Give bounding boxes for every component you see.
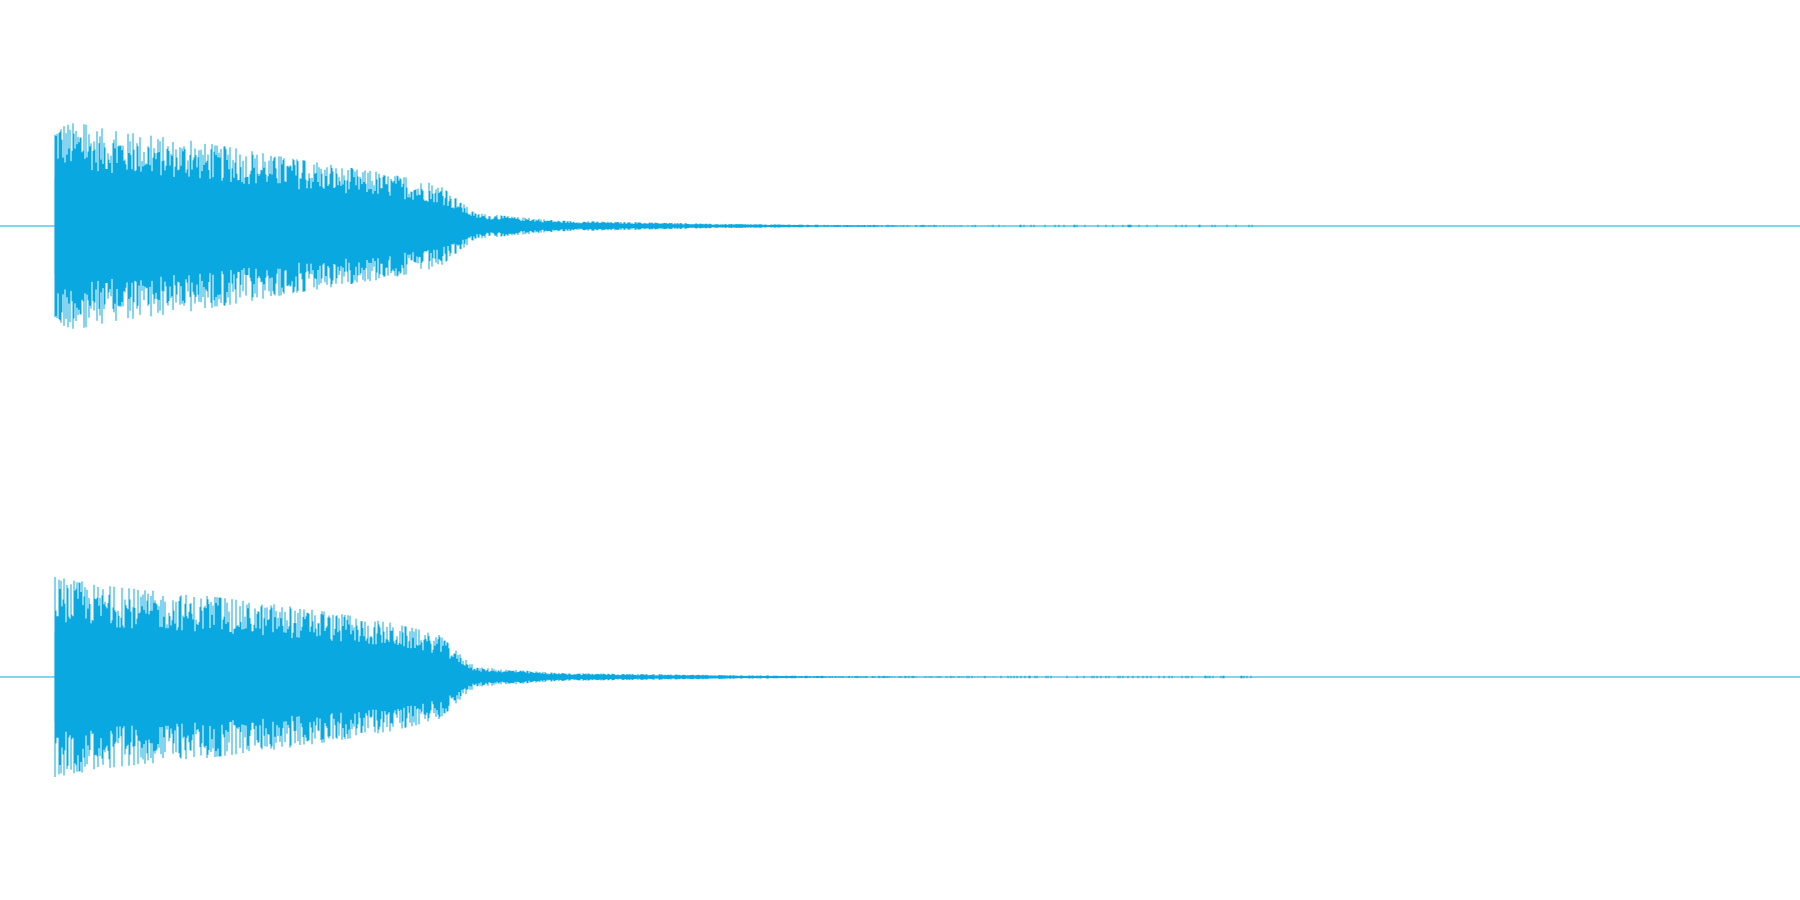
channel-signal-core (54, 632, 698, 722)
channel-signal-core (54, 177, 713, 275)
channel-2-waveform (0, 577, 1800, 777)
channel-1-waveform (0, 123, 1800, 329)
